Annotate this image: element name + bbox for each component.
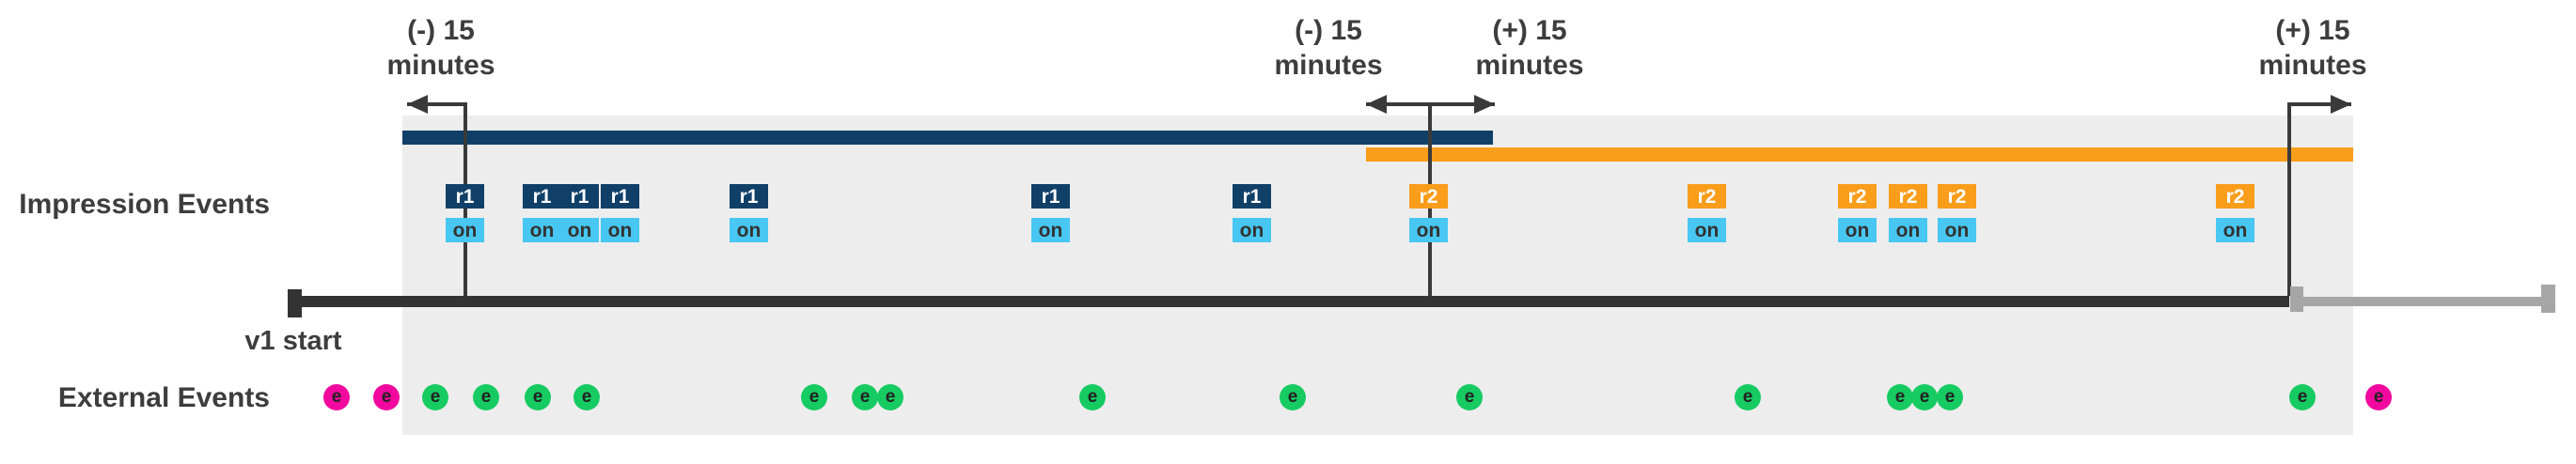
- r1-impression-box: r1: [560, 184, 599, 209]
- r1-impression-box: r1: [1031, 184, 1070, 209]
- r1-impression-box: r1: [446, 184, 484, 209]
- minus-15-minutes-label-middle: (-) 15 minutes: [1274, 13, 1382, 83]
- annotation-line2: minutes: [386, 50, 495, 81]
- green-external-event-dot: e: [1456, 384, 1483, 410]
- r2-impression-box: r2: [2216, 184, 2254, 209]
- r2-impression-box: r2: [1838, 184, 1877, 209]
- on-box: on: [446, 218, 484, 242]
- r1-impression-box: r1: [601, 184, 639, 209]
- green-external-event-dot: e: [525, 384, 551, 410]
- annotation-line1: (+) 15: [2275, 15, 2350, 46]
- green-external-event-dot: e: [422, 384, 448, 410]
- annotation-arrow-line: [1430, 102, 1495, 106]
- v2-attribution-window-bar: [1366, 147, 2353, 162]
- inactive-timeline-bar: [2303, 297, 2541, 306]
- annotation-line1: (-) 15: [407, 15, 475, 46]
- green-external-event-dot: e: [1887, 384, 1913, 410]
- r2-impression-box: r2: [1409, 184, 1448, 209]
- annotation-arrow-line: [1366, 102, 1430, 106]
- r2-impression-box: r2: [1938, 184, 1976, 209]
- green-external-event-dot: e: [2289, 384, 2316, 410]
- r2-impression-box: r2: [1688, 184, 1726, 209]
- arrowhead-icon: [1366, 95, 1387, 114]
- annotation-arrow-line: [407, 102, 465, 106]
- green-external-event-dot: e: [1937, 384, 1963, 410]
- on-box: on: [601, 218, 639, 242]
- annotation-line1: (+) 15: [1492, 15, 1567, 46]
- v1-start-label: v1 start: [244, 326, 342, 356]
- r1-impression-box: r1: [523, 184, 561, 209]
- impression-events-label: Impression Events: [19, 189, 270, 220]
- green-external-event-dot: e: [1079, 384, 1106, 410]
- r2-impression-box: r2: [1889, 184, 1927, 209]
- arrowhead-icon: [2331, 95, 2351, 114]
- plus-15-minutes-label-right: (+) 15 minutes: [2258, 13, 2366, 83]
- annotation-line1: (-) 15: [1295, 15, 1362, 46]
- magenta-external-event-dot: e: [2365, 384, 2392, 410]
- annotation-line2: minutes: [2258, 50, 2367, 81]
- annotation-line2: minutes: [1274, 50, 1383, 81]
- active-timeline-bar: [294, 296, 2289, 307]
- green-external-event-dot: e: [1280, 384, 1306, 410]
- on-box: on: [730, 218, 768, 242]
- arrowhead-icon: [407, 95, 428, 114]
- on-box: on: [1889, 218, 1927, 242]
- on-box: on: [1409, 218, 1448, 242]
- background-panel: [402, 116, 2353, 435]
- green-external-event-dot: e: [877, 384, 903, 410]
- on-box: on: [1938, 218, 1976, 242]
- on-box: on: [1688, 218, 1726, 242]
- green-external-event-dot: e: [1735, 384, 1761, 410]
- on-box: on: [1233, 218, 1271, 242]
- on-box: on: [523, 218, 561, 242]
- inactive-timeline-endcap: [2541, 285, 2555, 313]
- magenta-external-event-dot: e: [373, 384, 400, 410]
- on-box: on: [560, 218, 599, 242]
- minus-15-minutes-label-left: (-) 15 minutes: [386, 13, 495, 83]
- r1-impression-box: r1: [730, 184, 768, 209]
- arrowhead-icon: [1474, 95, 1495, 114]
- green-external-event-dot: e: [573, 384, 600, 410]
- green-external-event-dot: e: [1911, 384, 1938, 410]
- on-box: on: [1838, 218, 1877, 242]
- green-external-event-dot: e: [473, 384, 499, 410]
- v1-attribution-window-bar: [402, 131, 1493, 145]
- v2-start-marker: [2290, 286, 2303, 312]
- annotation-arrow-line: [2289, 102, 2351, 106]
- green-external-event-dot: e: [852, 384, 878, 410]
- annotation-vline: [2287, 102, 2291, 296]
- annotation-line2: minutes: [1475, 50, 1584, 81]
- external-events-label: External Events: [57, 382, 270, 413]
- on-box: on: [2216, 218, 2254, 242]
- plus-15-minutes-label-middle: (+) 15 minutes: [1475, 13, 1583, 83]
- green-external-event-dot: e: [801, 384, 827, 410]
- r1-impression-box: r1: [1233, 184, 1271, 209]
- on-box: on: [1031, 218, 1070, 242]
- magenta-external-event-dot: e: [323, 384, 350, 410]
